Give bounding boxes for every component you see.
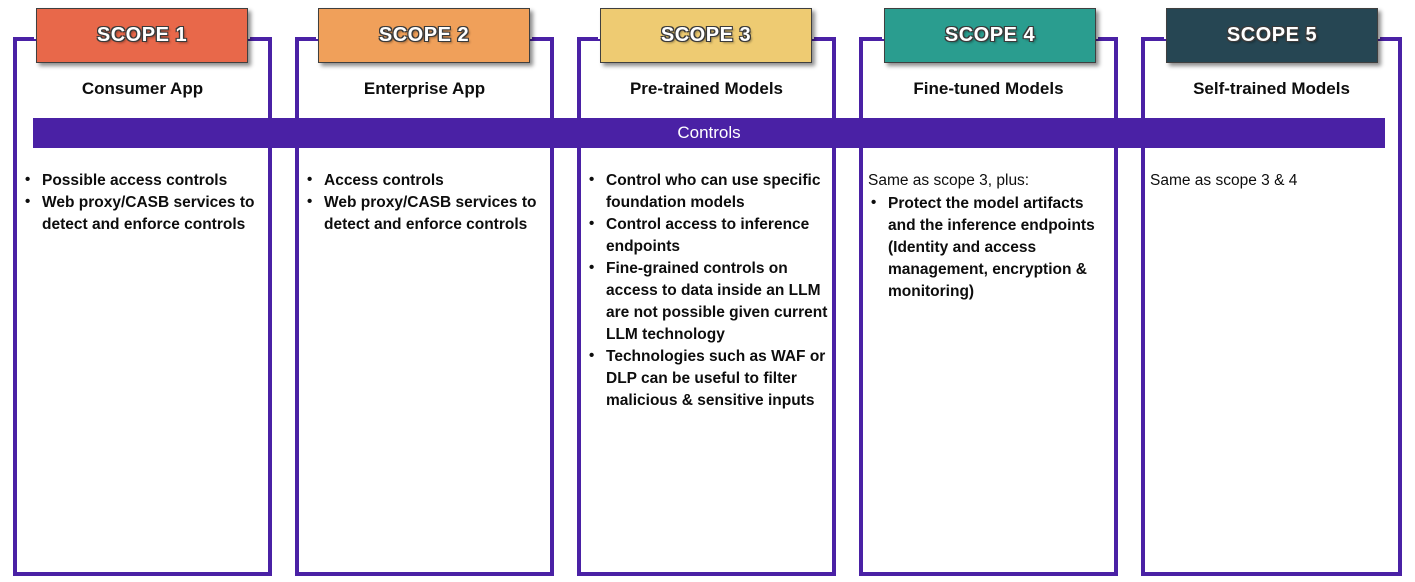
scope-subtitle-2: Enterprise App: [295, 76, 554, 102]
scope-controls-body-2: Access controlsWeb proxy/CASB services t…: [304, 169, 548, 568]
controls-bullet-item: Possible access controls: [22, 169, 266, 192]
scope-chip-label: SCOPE 2: [378, 24, 470, 46]
scope-subtitle-label: Consumer App: [81, 79, 204, 98]
scope-subtitle-label: Fine-tuned Models: [913, 79, 1064, 98]
scope-chip-4[interactable]: SCOPE 4: [884, 8, 1096, 63]
controls-bullet-list: Protect the model artifacts and the infe…: [868, 192, 1112, 303]
scope-chip-label: SCOPE 1: [96, 24, 188, 46]
controls-bullet-item: Control access to inference endpoints: [586, 213, 834, 258]
scope-chip-3[interactable]: SCOPE 3: [600, 8, 812, 63]
scope-chip-label: SCOPE 5: [1226, 24, 1318, 46]
scope-chip-label: SCOPE 4: [944, 24, 1036, 46]
scope-chip-2[interactable]: SCOPE 2: [318, 8, 530, 63]
scope-controls-body-1: Possible access controlsWeb proxy/CASB s…: [22, 169, 266, 568]
scope-intro-line: Same as scope 3 & 4: [1150, 172, 1298, 189]
controls-bullet-item: Technologies such as WAF or DLP can be u…: [586, 345, 834, 412]
scope-subtitle-5: Self-trained Models: [1141, 76, 1402, 102]
controls-bullet-item: Web proxy/CASB services to detect and en…: [22, 191, 266, 236]
scope-controls-body-4: Same as scope 3, plus: Protect the model …: [868, 170, 1112, 568]
controls-banner-label: Controls: [677, 123, 741, 142]
scope-subtitle-label: Enterprise App: [363, 79, 486, 98]
scope-controls-body-3: Control who can use specific foundation …: [586, 169, 834, 568]
scope-subtitle-label: Pre-trained Models: [629, 79, 784, 98]
controls-bullet-item: Web proxy/CASB services to detect and en…: [304, 191, 548, 236]
scope-subtitle-3: Pre-trained Models: [577, 76, 836, 102]
scope-chip-1[interactable]: SCOPE 1: [36, 8, 248, 63]
controls-bullet-item: Fine-grained controls on access to data …: [586, 257, 834, 346]
scope-subtitle-1: Consumer App: [13, 76, 272, 102]
scope-subtitle-label: Self-trained Models: [1193, 79, 1350, 98]
scope-controls-body-5: Same as scope 3 & 4: [1150, 170, 1396, 568]
controls-bullet-list: Possible access controlsWeb proxy/CASB s…: [22, 169, 266, 236]
controls-bullet-list: Access controlsWeb proxy/CASB services t…: [304, 169, 548, 236]
scope-chip-label: SCOPE 3: [660, 24, 752, 46]
controls-bullet-item: Protect the model artifacts and the infe…: [868, 192, 1112, 303]
scope-chip-5[interactable]: SCOPE 5: [1166, 8, 1378, 63]
scope-subtitle-4: Fine-tuned Models: [859, 76, 1118, 102]
scope-intro-line: Same as scope 3, plus:: [868, 172, 1030, 189]
controls-bullet-list: Control who can use specific foundation …: [586, 169, 834, 412]
controls-banner: Controls: [33, 118, 1385, 148]
controls-bullet-item: Control who can use specific foundation …: [586, 169, 834, 214]
controls-bullet-item: Access controls: [304, 169, 548, 192]
